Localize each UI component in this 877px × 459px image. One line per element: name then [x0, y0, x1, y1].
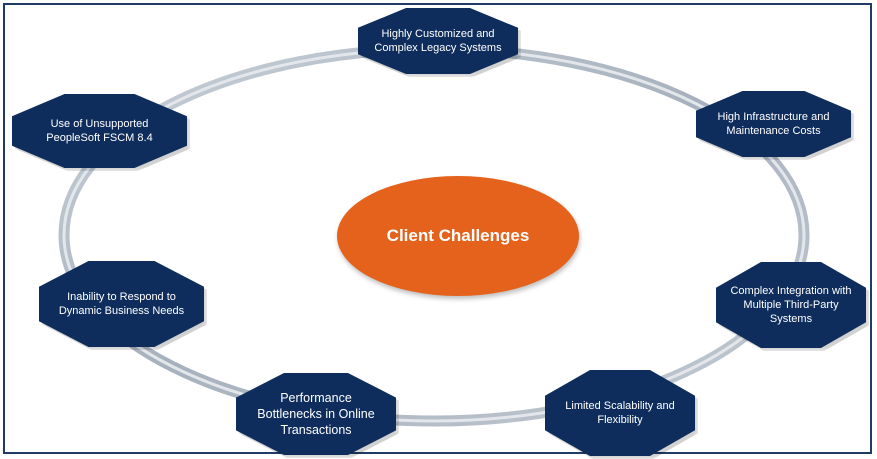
challenge-unsupported-peoplesoft: Use of Unsupported PeopleSoft FSCM 8.4 — [12, 94, 187, 168]
center-client-challenges: Client Challenges — [337, 176, 579, 296]
challenge-unsupported-peoplesoft-text: Use of Unsupported PeopleSoft FSCM 8.4 — [46, 117, 153, 144]
challenge-legacy-systems: Highly Customized and Complex Legacy Sys… — [358, 8, 518, 74]
challenge-limited-scalability: Limited Scalability and Flexibility — [545, 370, 695, 456]
challenge-legacy-systems-text: Highly Customized and Complex Legacy Sys… — [374, 27, 502, 54]
challenge-infrastructure-costs-text: High Infrastructure and Maintenance Cost… — [717, 110, 830, 137]
challenge-limited-scalability-text: Limited Scalability and Flexibility — [565, 399, 675, 426]
challenge-infrastructure-costs: High Infrastructure and Maintenance Cost… — [696, 91, 851, 157]
challenge-dynamic-business-needs: Inability to Respond to Dynamic Business… — [39, 261, 204, 347]
challenge-performance-bottlenecks: Performance Bottlenecks in Online Transa… — [236, 373, 396, 455]
challenge-complex-integration: Complex Integration with Multiple Third-… — [716, 262, 866, 348]
challenge-dynamic-business-needs-text: Inability to Respond to Dynamic Business… — [58, 290, 185, 317]
center-label: Client Challenges — [386, 226, 530, 245]
challenge-complex-integration-text: Complex Integration with Multiple Third-… — [730, 284, 852, 326]
challenge-performance-bottlenecks-text: Performance Bottlenecks in Online Transa… — [257, 390, 375, 438]
